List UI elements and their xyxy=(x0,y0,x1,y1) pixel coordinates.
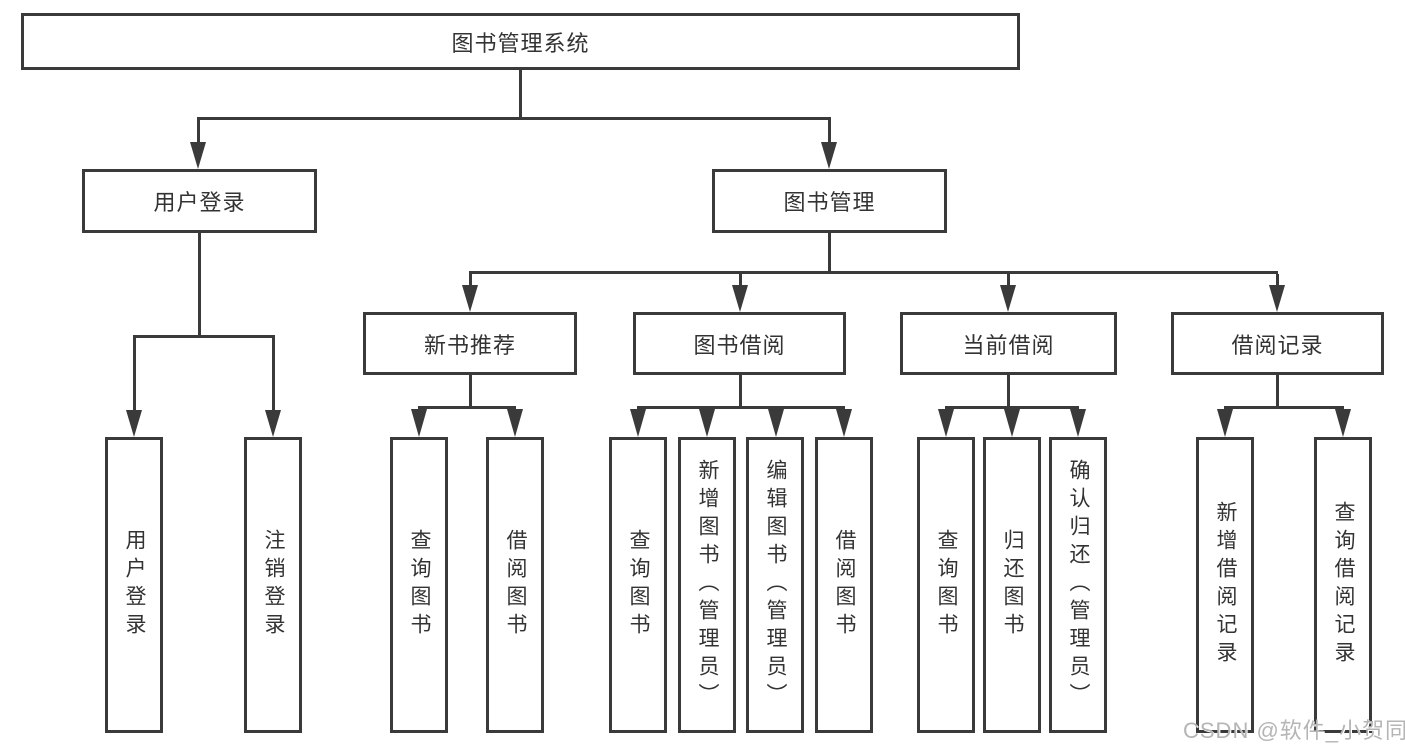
leaf-label: 借阅图书 xyxy=(833,529,857,641)
connector-line xyxy=(197,117,831,120)
node-label: 借阅记录 xyxy=(1231,332,1324,358)
leaf-label: 新增图书（管理员） xyxy=(696,459,720,711)
leaf-add-books-admin: 新增图书（管理员） xyxy=(678,437,736,733)
leaf-borrow-books: 借阅图书 xyxy=(815,437,873,733)
connector-line xyxy=(418,406,516,409)
arrowhead-down-icon xyxy=(507,409,523,437)
connector-line xyxy=(1276,375,1279,406)
leaf-label: 查询借阅记录 xyxy=(1332,501,1356,669)
leaf-label: 归还图书 xyxy=(1001,529,1025,641)
leaf-label: 查询图书 xyxy=(408,529,432,641)
connector-line xyxy=(197,120,200,142)
connector-line xyxy=(828,120,831,142)
leaf-logout: 注销登录 xyxy=(244,437,302,733)
node-borrowing-records: 借阅记录 xyxy=(1171,312,1384,375)
node-book-management: 图书管理 xyxy=(712,169,947,233)
node-label: 当前借阅 xyxy=(962,332,1055,358)
node-label: 图书借阅 xyxy=(693,332,786,358)
connector-line xyxy=(198,233,201,335)
node-label: 图书管理系统 xyxy=(451,30,590,56)
arrowhead-down-icon xyxy=(821,142,837,169)
arrowhead-down-icon xyxy=(938,409,954,437)
leaf-confirm-return-admin: 确认归还（管理员） xyxy=(1049,437,1107,733)
leaf-add-borrow-record: 新增借阅记录 xyxy=(1196,437,1254,733)
leaf-edit-books-admin: 编辑图书（管理员） xyxy=(746,437,804,733)
csdn-watermark: CSDN @软件_小贺同学 xyxy=(1183,718,1405,743)
connector-line xyxy=(133,335,275,338)
leaf-query-books-borrowing: 查询图书 xyxy=(609,437,667,733)
arrowhead-down-icon xyxy=(1269,285,1285,312)
leaf-return-books: 归还图书 xyxy=(983,437,1041,733)
arrowhead-down-icon xyxy=(265,410,281,437)
connector-line xyxy=(469,271,1278,274)
arrowhead-down-icon xyxy=(1070,409,1086,437)
arrowhead-down-icon xyxy=(630,409,646,437)
leaf-label: 新增借阅记录 xyxy=(1214,501,1238,669)
connector-line xyxy=(1007,375,1010,406)
connector-line xyxy=(469,375,472,406)
leaf-label: 确认归还（管理员） xyxy=(1067,459,1091,711)
node-current-borrowing: 当前借阅 xyxy=(900,312,1117,375)
leaf-query-books-current: 查询图书 xyxy=(917,437,975,733)
arrowhead-down-icon xyxy=(732,285,748,312)
leaf-borrow-books-recommend: 借阅图书 xyxy=(486,437,544,733)
connector-line xyxy=(1276,274,1279,285)
arrowhead-down-icon xyxy=(699,409,715,437)
node-root-library-system: 图书管理系统 xyxy=(21,13,1020,70)
leaf-label: 查询图书 xyxy=(627,529,651,641)
connector-line xyxy=(828,233,831,271)
arrowhead-down-icon xyxy=(1217,409,1233,437)
node-label: 用户登录 xyxy=(153,190,246,215)
connector-line xyxy=(133,338,136,410)
leaf-query-borrow-record: 查询借阅记录 xyxy=(1314,437,1372,733)
leaf-label: 查询图书 xyxy=(935,529,959,641)
connector-line xyxy=(469,274,472,285)
leaf-query-books-recommend: 查询图书 xyxy=(390,437,448,733)
connector-line xyxy=(1224,406,1344,409)
node-label: 图书管理 xyxy=(783,190,876,215)
arrowhead-down-icon xyxy=(190,142,206,169)
connector-line xyxy=(739,274,742,285)
connector-line xyxy=(945,406,1079,409)
node-book-borrowing: 图书借阅 xyxy=(633,312,846,375)
node-new-book-recommend: 新书推荐 xyxy=(363,312,577,375)
leaf-label: 用户登录 xyxy=(123,529,147,641)
arrowhead-down-icon xyxy=(1335,409,1351,437)
leaf-user-login: 用户登录 xyxy=(105,437,163,733)
node-label: 新书推荐 xyxy=(423,332,516,358)
arrowhead-down-icon xyxy=(1000,285,1016,312)
leaf-label: 注销登录 xyxy=(262,529,286,641)
arrowhead-down-icon xyxy=(768,409,784,437)
connector-line xyxy=(1007,274,1010,285)
connector-line xyxy=(519,70,522,117)
node-user-login: 用户登录 xyxy=(82,169,317,233)
connector-line xyxy=(637,406,845,409)
arrowhead-down-icon xyxy=(462,285,478,312)
arrowhead-down-icon xyxy=(1004,409,1020,437)
arrowhead-down-icon xyxy=(126,410,142,437)
leaf-label: 编辑图书（管理员） xyxy=(764,459,788,711)
arrowhead-down-icon xyxy=(836,409,852,437)
connector-line xyxy=(272,338,275,410)
arrowhead-down-icon xyxy=(411,409,427,437)
connector-line xyxy=(739,375,742,406)
leaf-label: 借阅图书 xyxy=(504,529,528,641)
